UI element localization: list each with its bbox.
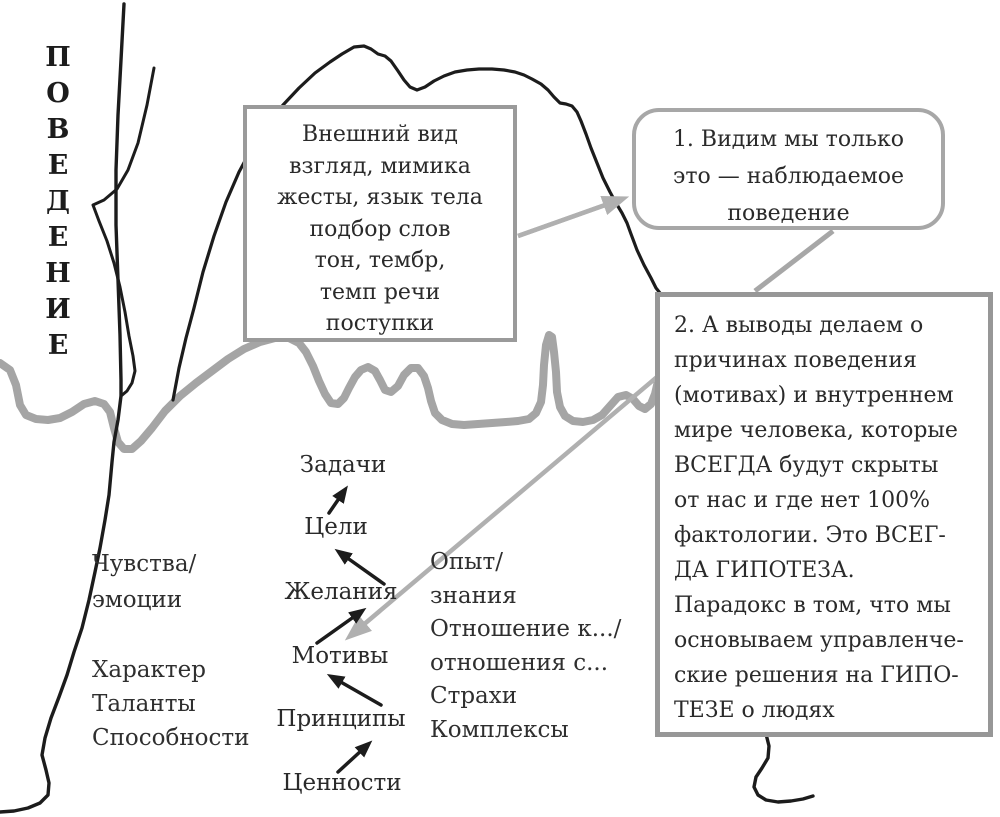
chain-item-desires: Желания xyxy=(284,579,398,605)
crevasse-line-right xyxy=(91,66,156,398)
arrow-appearance-to-observed-head xyxy=(517,195,630,239)
callout-hypothesis: 2. А выводы делаем о причинах поведения … xyxy=(655,292,993,737)
chain-arrows xyxy=(315,485,386,774)
squiggle-below-hypothesis xyxy=(752,732,815,804)
waterline-squiggle xyxy=(0,331,662,453)
chain-item-values: Ценности xyxy=(282,770,402,796)
callout-observed-text: 1. Видим мы только это — наблюдаемое пов… xyxy=(672,127,905,226)
callout-hypothesis-text: 2. А выводы делаем о причинах поведения … xyxy=(674,313,964,723)
callout-observed-behavior: 1. Видим мы только это — наблюдаемое пов… xyxy=(632,108,945,230)
chain-item-goals: Цели xyxy=(304,514,368,540)
chain-item-motives: Мотивы xyxy=(291,643,389,669)
arrow-goals-to-tasks xyxy=(327,485,348,515)
label-character-talents: Характер Таланты Способности xyxy=(92,657,250,751)
label-experience-fears: Опыт/ знания Отношение к.../ отношения с… xyxy=(430,549,622,743)
chain-item-tasks: Задачи xyxy=(299,452,387,478)
appearance-box-text: Внешний вид взгляд, мимика жесты, язык т… xyxy=(277,122,483,336)
arrow-desires-to-goals xyxy=(334,548,386,586)
arrow-hypothesis-to-motives xyxy=(344,375,659,641)
behavior-vertical-title: П О В Е Д Е Н И Е xyxy=(45,42,71,361)
appearance-box: Внешний вид взгляд, мимика жесты, язык т… xyxy=(243,105,517,342)
arrow-values-to-principles xyxy=(336,740,373,774)
label-feelings-emotions: Чувства/ эмоции xyxy=(92,551,197,613)
connector-observed-to-hypothesis xyxy=(753,229,835,293)
arrow-principles-to-motives xyxy=(326,674,383,707)
chain-item-principles: Принципы xyxy=(276,706,406,732)
arrow-motives-to-desires xyxy=(315,607,367,645)
